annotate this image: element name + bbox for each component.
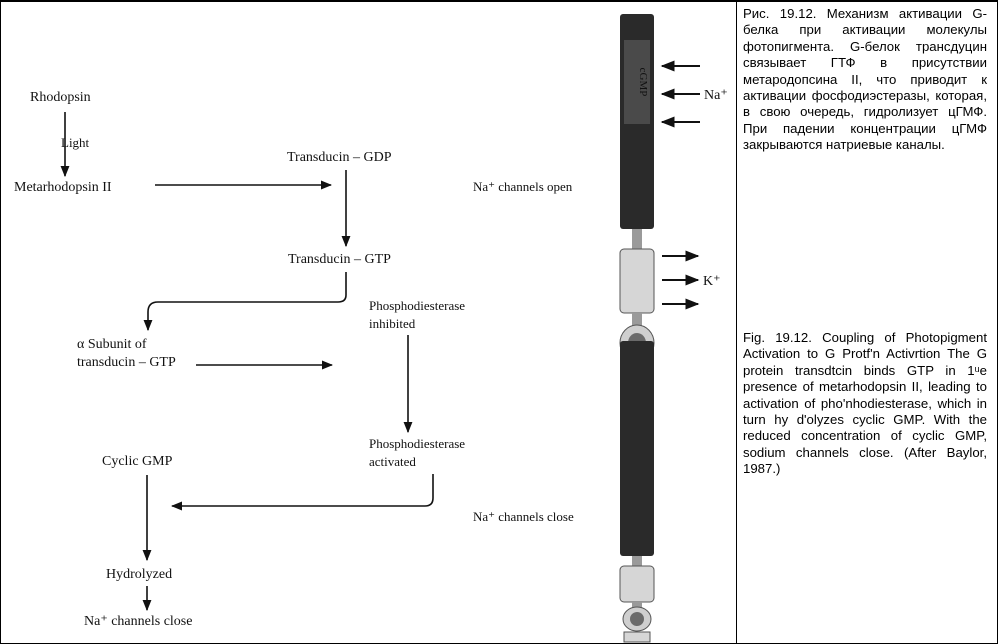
transducin-gdp-label: Transducin – GDP [287, 150, 392, 165]
transducin-gtp-label: Transducin – GTP [288, 252, 391, 267]
cgmp-rotated-label: cGMP [637, 68, 649, 97]
metarhodopsin-label: Metarhodopsin II [14, 180, 112, 195]
caption-russian: Рис. 19.12. Механизм активации G-белка п… [743, 6, 987, 153]
gtp-to-alpha-arrow [143, 272, 347, 332]
outer-segment-band [624, 40, 650, 124]
pde-to-cgmp-arrow [170, 474, 434, 511]
rhodopsin-label: Rhodopsin [30, 90, 91, 105]
top-rule [0, 0, 998, 2]
neck-closed [632, 602, 642, 608]
inner-segment-closed [619, 565, 655, 603]
flow-diagram: Rhodopsin Light Metarhodopsin II Transdu… [14, 14, 728, 643]
na-channels-close-flow-label: Na⁺ channels close [84, 614, 192, 629]
na-channels-close-label: Na⁺ channels close [473, 509, 574, 524]
column-divider [736, 0, 737, 644]
alpha-subunit-label-2: transducin – GTP [77, 355, 176, 370]
na-ion-label: Na⁺ [704, 88, 728, 103]
hydrolyzed-label: Hydrolyzed [106, 567, 172, 582]
cilium-open [632, 229, 642, 249]
cilium-closed [632, 556, 642, 568]
nucleus-closed [630, 612, 644, 626]
pde-activated-label-1: Phosphodiesterase [369, 436, 465, 451]
light-label: Light [61, 135, 90, 150]
caption-english: Fig. 19.12. Coupling of Photopigment Act… [743, 330, 987, 477]
neck-open [632, 313, 642, 327]
k-ion-label: K⁺ [703, 274, 721, 289]
na-channels-open-label: Na⁺ channels open [473, 179, 573, 194]
inner-segment-open [619, 248, 655, 314]
outer-segment-closed [620, 341, 654, 556]
pde-inhibited-label-2: inhibited [369, 316, 416, 331]
pde-activated-label-2: activated [369, 454, 416, 469]
cyclic-gmp-label: Cyclic GMP [102, 454, 173, 469]
photoreceptor-closed [619, 341, 655, 643]
pde-inhibited-label-1: Phosphodiesterase [369, 298, 465, 313]
synaptic-terminal-closed [623, 631, 651, 643]
alpha-subunit-label-1: α Subunit of [77, 337, 147, 352]
